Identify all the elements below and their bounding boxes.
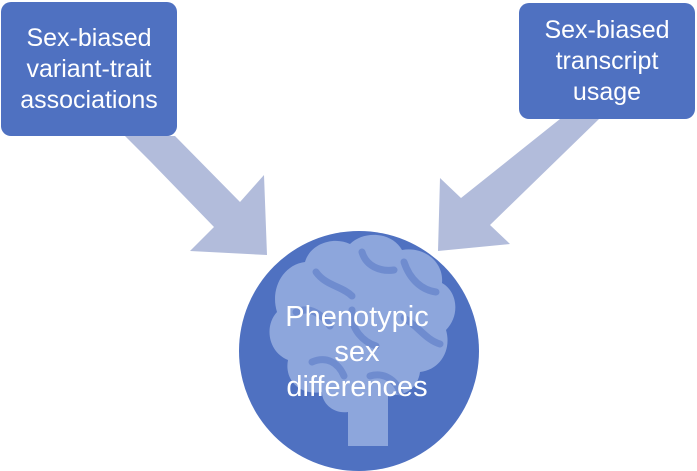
- left-box-line-2: variant-trait: [26, 54, 152, 83]
- sex-biased-transcript-usage-box: Sex-biased transcript usage: [519, 3, 695, 119]
- left-arrow: [125, 136, 267, 255]
- left-box-text: Sex-biased variant-trait associations: [14, 23, 164, 116]
- right-box-line-3: usage: [572, 77, 642, 106]
- center-line-3: differences: [286, 371, 428, 403]
- right-box-line-1: Sex-biased: [544, 15, 670, 44]
- left-box-line-3: associations: [20, 85, 158, 114]
- left-box-line-1: Sex-biased: [26, 23, 152, 52]
- phenotypic-sex-differences-label: Phenotypic sex differences: [245, 300, 469, 410]
- sex-biased-variant-trait-box: Sex-biased variant-trait associations: [1, 2, 177, 136]
- center-line-1: Phenotypic: [285, 301, 429, 333]
- right-box-line-2: transcript: [555, 46, 659, 75]
- right-box-text: Sex-biased transcript usage: [538, 15, 675, 108]
- center-line-2: sex: [334, 336, 380, 368]
- brain-icon: [269, 234, 456, 446]
- right-arrow: [438, 119, 599, 251]
